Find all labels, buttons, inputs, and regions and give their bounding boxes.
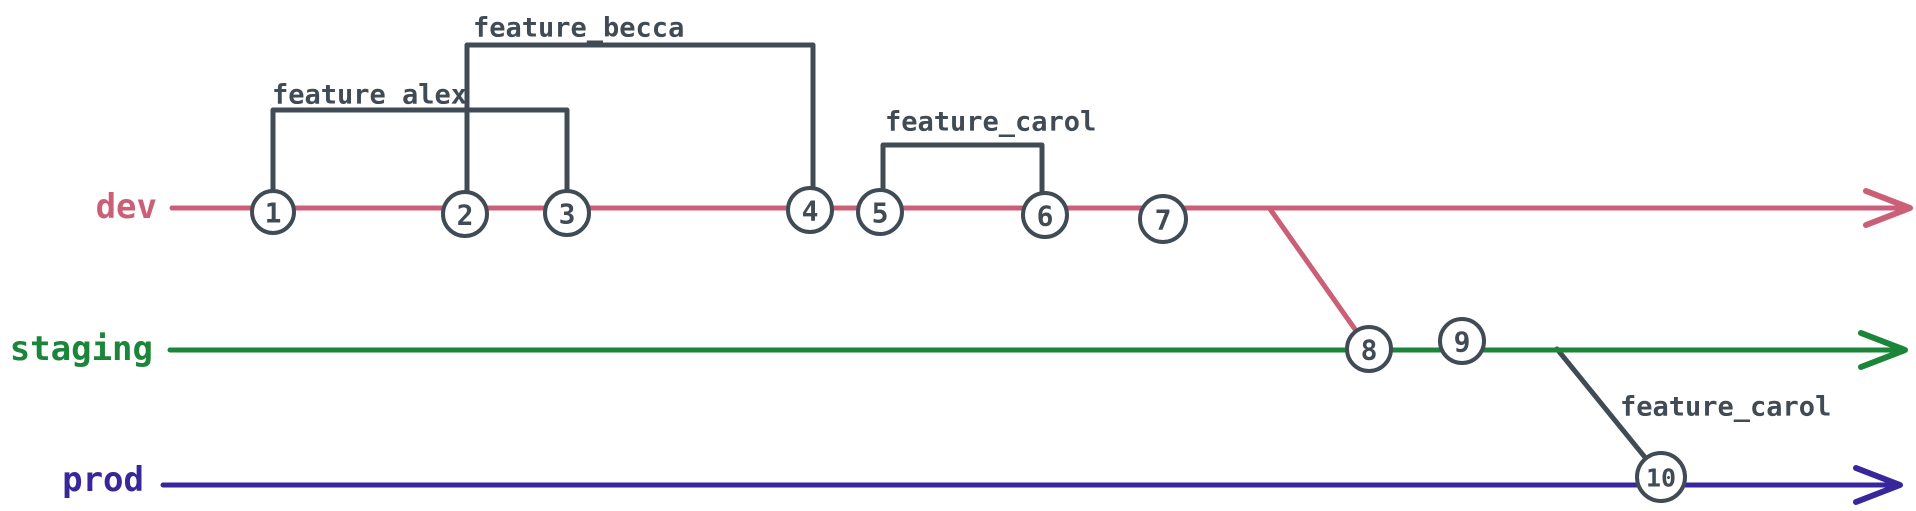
commit-number: 2 — [457, 199, 474, 232]
commit-circle — [250, 189, 296, 235]
feature-branch-bracket — [880, 142, 1045, 198]
commit-number: 3 — [559, 198, 576, 231]
commit-number: 5 — [872, 197, 889, 230]
commit-node-9: 9 — [1438, 317, 1486, 365]
commit-circle — [441, 190, 489, 238]
commit-circle — [786, 186, 834, 234]
feature-branch-bracket — [270, 107, 570, 196]
branch-label-staging: staging — [10, 329, 153, 369]
commit-number: 10 — [1646, 464, 1676, 493]
merge-line — [1267, 206, 1372, 352]
commit-circle — [1635, 451, 1687, 503]
commit-circle — [1345, 325, 1393, 373]
commit-number: 6 — [1037, 200, 1054, 233]
merge-label: feature_carol — [1620, 392, 1831, 423]
merge-line — [1554, 346, 1664, 480]
commit-node-6: 6 — [1021, 191, 1069, 239]
commit-node-4: 4 — [786, 186, 834, 234]
commit-node-10: 10 — [1635, 451, 1687, 503]
arrow-right-icon-prod — [1853, 465, 1903, 505]
commit-node-8: 8 — [1345, 325, 1393, 373]
commit-node-2: 2 — [441, 190, 489, 238]
feature-branch-bracket — [464, 42, 816, 197]
commit-circle — [543, 189, 591, 237]
arrow-right-icon-dev — [1863, 188, 1913, 228]
commit-circle — [856, 188, 904, 236]
commit-number: 4 — [802, 195, 819, 228]
branch-label-dev: dev — [96, 187, 157, 227]
commit-circle — [1138, 194, 1188, 244]
commit-number: 1 — [265, 197, 282, 230]
arrow-right-icon-staging — [1858, 330, 1908, 370]
commit-circle — [1438, 317, 1486, 365]
feature-branch-label: feature_becca — [473, 13, 684, 44]
commit-number: 8 — [1361, 334, 1378, 367]
feature-branch-label: feature_alex — [272, 80, 467, 111]
commit-node-3: 3 — [543, 189, 591, 237]
commit-node-5: 5 — [856, 188, 904, 236]
commit-number: 9 — [1454, 326, 1471, 359]
commit-node-1: 1 — [250, 189, 296, 235]
commit-node-7: 7 — [1138, 194, 1188, 244]
feature-branch-label: feature_carol — [885, 107, 1096, 138]
branch-label-prod: prod — [62, 460, 144, 500]
commit-number: 7 — [1155, 204, 1172, 237]
commit-circle — [1021, 191, 1069, 239]
